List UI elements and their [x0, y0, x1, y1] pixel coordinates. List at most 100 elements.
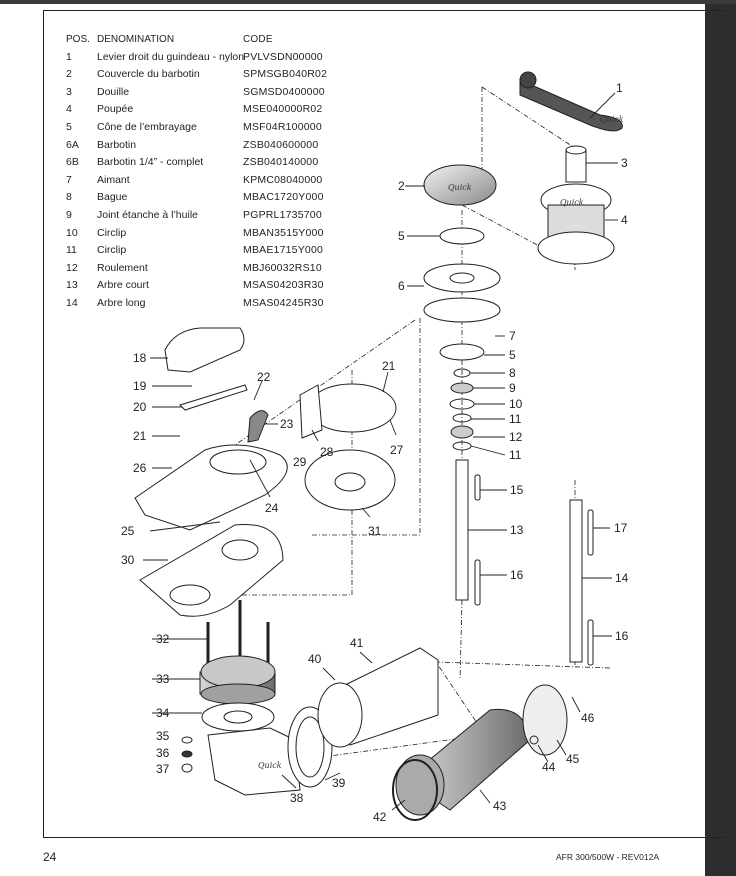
callout-34: 34	[156, 706, 170, 720]
header-code: CODE	[243, 34, 273, 45]
callout-6: 6	[398, 279, 405, 293]
part-code: MSAS04245R30	[243, 296, 324, 309]
parts-table-header: POS. DENOMINATION CODE	[66, 31, 333, 49]
callout-16-left: 16	[510, 568, 524, 582]
header-denomination: DENOMINATION	[97, 34, 175, 45]
part-clutch-cone-lower	[439, 343, 485, 361]
logo-gearbox: Quick	[258, 761, 282, 770]
callout-20: 20	[133, 400, 147, 414]
part-base-plate	[139, 523, 284, 617]
part-code: MBAC1720Y000	[243, 191, 324, 204]
callout-29: 29	[293, 455, 307, 469]
leader-lines	[143, 92, 618, 811]
part-short-shaft	[455, 459, 469, 601]
part-nuts	[181, 736, 193, 773]
part-position: 8	[66, 191, 72, 204]
part-position: 12	[66, 261, 78, 274]
callout-11-lower: 11	[509, 448, 522, 462]
part-code: MSF04R100000	[243, 120, 322, 133]
part-code: MBAN3515Y000	[243, 226, 324, 239]
part-position: 1	[66, 50, 72, 63]
part-position: 9	[66, 208, 72, 221]
part-lever	[519, 71, 623, 132]
part-position: 6A	[66, 138, 79, 151]
part-code: PVLVSDN00000	[243, 50, 323, 63]
callout-32: 32	[156, 632, 170, 646]
callout-36: 36	[156, 746, 170, 760]
callout-41: 41	[350, 636, 364, 650]
part-denomination: Arbre court	[97, 279, 149, 292]
header-pos: POS.	[66, 34, 90, 45]
callout-43: 43	[493, 799, 507, 813]
callout-25: 25	[121, 524, 135, 538]
part-code: MBJ60032RS10	[243, 261, 322, 274]
callout-17: 17	[614, 521, 628, 535]
parts-table-row: 13 Arbre court MSAS04203R30	[66, 277, 333, 295]
part-denomination: Circlip	[97, 226, 127, 239]
part-keys	[474, 474, 594, 666]
part-denomination: Aimant	[97, 173, 130, 186]
part-position: 2	[66, 68, 72, 81]
part-position: 3	[66, 85, 72, 98]
callout-10: 10	[509, 397, 523, 411]
callout-15: 15	[510, 483, 524, 497]
callout-35: 35	[156, 729, 170, 743]
callout-39: 39	[332, 776, 346, 790]
callout-30: 30	[121, 553, 135, 567]
callout-37: 37	[156, 762, 170, 776]
part-position: 7	[66, 173, 72, 186]
part-position: 6B	[66, 156, 79, 169]
part-gypsy	[423, 263, 501, 323]
part-capstan	[537, 145, 615, 265]
callout-3: 3	[621, 156, 628, 170]
part-code: MSAS04203R30	[243, 279, 324, 292]
callout-44: 44	[542, 760, 556, 774]
part-long-shaft	[569, 499, 583, 663]
part-denomination: Joint étanche à l’huile	[97, 208, 198, 221]
part-denomination: Bague	[97, 191, 128, 204]
part-flange	[199, 655, 276, 705]
part-position: 10	[66, 226, 78, 239]
callout-7: 7	[509, 329, 516, 343]
logo-lever: Quick	[600, 115, 624, 124]
parts-table-row: 8 Bague MBAC1720Y000	[66, 189, 333, 207]
callout-23: 23	[280, 417, 294, 431]
part-rings	[449, 368, 475, 451]
part-stripper	[247, 410, 269, 443]
callout-45: 45	[566, 752, 580, 766]
callout-33: 33	[156, 672, 170, 686]
part-denomination: Cône de l’embrayage	[97, 120, 197, 133]
part-position: 13	[66, 279, 78, 292]
part-denomination: Barbotin	[97, 138, 137, 151]
part-gearbox	[207, 727, 301, 796]
viewer-side-panel	[705, 4, 736, 876]
callout-26: 26	[133, 461, 147, 475]
callout-8: 8	[509, 366, 516, 380]
part-o-ring	[392, 759, 438, 821]
callout-42: 42	[373, 810, 387, 824]
part-end-cap	[522, 684, 568, 756]
callout-40: 40	[308, 652, 322, 666]
part-plate	[179, 384, 248, 411]
part-cap-screw	[529, 735, 539, 745]
part-denomination: Barbotin 1/4” - complet	[97, 156, 204, 169]
callout-21-left: 21	[133, 429, 147, 443]
callout-18: 18	[133, 351, 147, 365]
part-code: ZSB040140000	[243, 156, 319, 169]
callout-5-lower: 5	[509, 348, 516, 362]
callout-13: 13	[510, 523, 524, 537]
parts-table-row: 10 Circlip MBAN3515Y000	[66, 225, 333, 243]
callout-5-upper: 5	[398, 229, 405, 243]
logo-cover: Quick	[448, 183, 472, 192]
part-denomination: Douille	[97, 85, 130, 98]
part-gearbox-gasket	[201, 702, 275, 732]
callout-46: 46	[581, 711, 595, 725]
